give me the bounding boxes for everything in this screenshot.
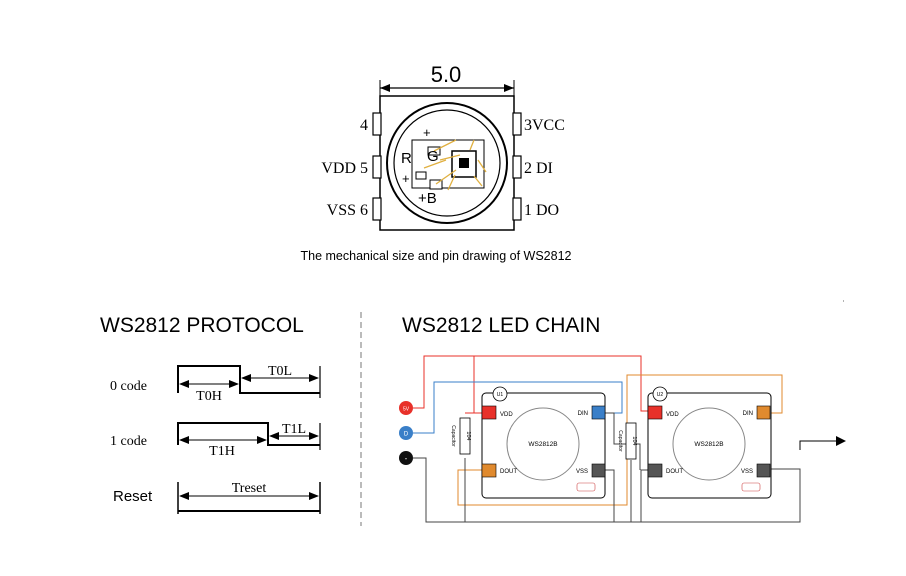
led-1-vss-label: VSS [576,469,588,475]
treset-label: Treset [232,481,267,496]
led-1-maker-logo [576,482,596,492]
protocol-section: WS2812 PROTOCOL 0 code T0H T0L 1 code T1… [100,314,321,514]
led-1: U1 WS2812B VDD DIN DOUT VSS [481,386,606,499]
code1-waveform [177,422,320,446]
code0-waveform [177,365,320,394]
blue-led-die [429,179,443,190]
capacitor-1-label: Capacitor [450,425,456,447]
led-2-maker-logo [741,482,761,492]
mechanical-drawing: 5.0 R G [301,62,572,263]
led-2-vss-label: VSS [741,469,753,475]
reset-label: Reset [113,488,153,505]
capacitor-1 [459,417,471,455]
led-1-name: WS2812B [528,441,557,448]
dimension-arrow-right [504,84,514,92]
led-1-vss-pad [591,463,606,478]
lens-inner [393,109,501,217]
pin-label-vss6: VSS 6 [327,202,368,219]
led-2-ref-badge [652,386,668,402]
led-2-vdd-pad [647,405,663,420]
led-1-din-pad [591,405,606,420]
protocol-title: WS2812 PROTOCOL [100,314,304,337]
capacitor-2-label: Capacitor [617,430,623,452]
led-2: U2 WS2812B VDD DIN DOUT VSS [647,386,772,499]
lens-outer [386,102,508,224]
led-1-dout-pad [481,463,497,478]
red-led-die [415,171,427,180]
led-1-ref: U1 [497,392,504,398]
pin-label-vdd5: VDD 5 [321,160,368,177]
led-2-din-pad [756,405,771,420]
code1-label: 1 code [110,434,147,449]
controller-core [459,158,469,168]
chain-section: WS2812 LED CHAIN 5V D [399,314,846,523]
data-wire [413,381,623,434]
gnd-wire [413,412,801,523]
die-frame [411,139,485,189]
pin-label-2di: 2 DI [524,160,553,177]
output-line [799,440,836,450]
dimension-arrow-left [380,84,390,92]
gnd-terminal-label: - [405,454,408,463]
die-label-r: R [401,150,412,167]
led-1-lens [506,407,580,481]
led-1-vdd-label: VDD [500,412,513,418]
led-2-din-label: DIN [743,411,753,417]
die-label-plus-1: + [423,125,431,140]
led-2-ref: U2 [657,392,664,398]
die-label-plus-b: +B [418,190,437,207]
mechanical-caption: The mechanical size and pin drawing of W… [301,249,572,263]
led-2-dout-label: DOUT [666,469,683,475]
led-2-vdd-label: VDD [666,412,679,418]
pad-5 [372,155,382,179]
die-label-g: G [427,148,439,165]
vcc-terminal [399,401,413,415]
pad-6 [372,197,382,221]
gnd-terminal [399,451,413,465]
vcc-terminal-label: 5V [403,407,410,413]
dimension-label: 5.0 [431,62,462,87]
pad-4 [372,112,382,136]
capacitor-2 [625,422,637,460]
t0l-label: T0L [268,364,292,379]
pad-2 [512,155,522,179]
pad-3 [512,112,522,136]
led-1-dout-label: DOUT [500,469,517,475]
t1h-label: T1H [209,444,235,459]
capacitor-2-value: 104 [631,436,637,445]
t0h-label: T0H [196,389,222,404]
pin-label-1do: 1 DO [524,202,559,219]
t1l-label: T1L [282,422,306,437]
pin-label-3vcc: 3VCC [524,117,565,134]
led-2-dout-pad [647,463,663,478]
code0-label: 0 code [110,379,147,394]
bond-wires [423,139,487,191]
led-1-ref-badge [492,386,508,402]
led-1-din-label: DIN [578,411,588,417]
capacitor-1-value: 104 [465,431,471,440]
led-2-vss-pad [756,463,771,478]
led-2-name: WS2812B [694,441,723,448]
chain-title: WS2812 LED CHAIN [402,314,600,337]
led-1-vdd-pad [481,405,497,420]
pad-1 [512,197,522,221]
led-2-lens [672,407,746,481]
data-terminal [399,426,413,440]
data-terminal-label: D [404,432,409,438]
pin-label-4: 4 [360,117,368,134]
die-label-plus-2: + [402,171,410,186]
output-arrow [836,436,846,446]
vcc-wire [413,355,648,414]
